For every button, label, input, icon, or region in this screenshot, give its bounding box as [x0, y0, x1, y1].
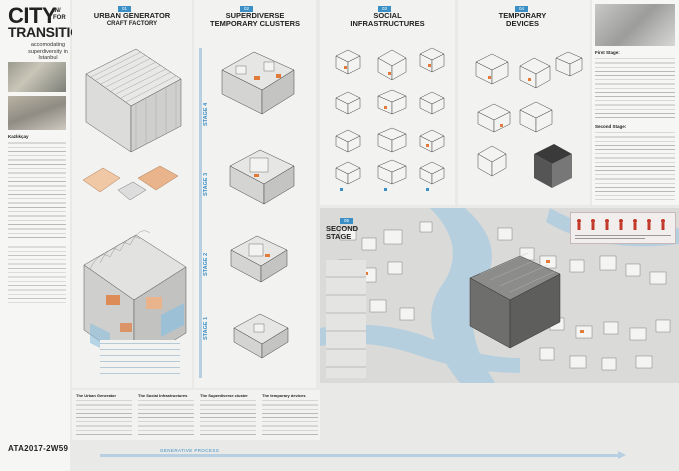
process-arrow — [100, 454, 620, 457]
poster-title-transition: TRANSITION — [8, 24, 91, 40]
section-number-1: 01 — [118, 6, 132, 12]
stage-1-label: STAGE 1 — [203, 316, 209, 340]
left-body-text — [8, 140, 66, 240]
second-stage-vignettes — [326, 260, 366, 378]
factory-exploded-elements — [82, 165, 179, 201]
kasimpasa-heading: Kazlıkçay — [8, 134, 29, 139]
cluster-stage-3 — [229, 149, 295, 205]
section-number-3: 03 — [378, 6, 392, 12]
temporary-devices-title: TEMPORARY — [498, 11, 547, 20]
social-infra-caption-heading: The Social Infrastructures — [138, 393, 188, 398]
context-photo-2 — [8, 96, 66, 130]
social-infra-diagrams — [335, 47, 445, 191]
cluster-stage-2 — [230, 235, 288, 283]
second-stage-text — [595, 130, 675, 200]
poster-subtitle: accomodating superdiversity in Istanbul — [28, 42, 68, 61]
devices-caption-heading: The temporary devices — [262, 393, 306, 398]
cluster-caption — [200, 398, 256, 436]
people-icons — [575, 219, 671, 239]
first-stage-image — [595, 4, 675, 46]
urban-generator-caption — [76, 398, 132, 436]
stage-timeline — [199, 48, 202, 378]
temporary-devices-diagrams — [475, 51, 583, 188]
urban-generator-caption-heading: The Urban Generator — [76, 393, 117, 398]
cluster-caption-heading: The Superdiverse cluster — [200, 393, 248, 398]
second-stage-heading: Second Stage: — [595, 124, 627, 129]
clusters-subtitle: TEMPORARY CLUSTERS — [209, 19, 300, 28]
second-stage-subtitle: STAGE — [326, 232, 352, 241]
poster-footer-code: ATA2017-2W59 — [8, 444, 69, 453]
first-stage-text — [595, 56, 675, 120]
stage-2-label: STAGE 2 — [203, 252, 209, 276]
process-arrow-head — [618, 451, 626, 459]
cluster-stage-4 — [221, 51, 295, 115]
clusters-title: SUPERDIVERSE — [225, 11, 285, 20]
urban-generator-title: URBAN GENERATOR — [93, 11, 171, 20]
section-number-2: 02 — [240, 6, 254, 12]
urban-generator-subtitle: CRAFT FACTORY — [106, 21, 158, 27]
section-number-5: 05 — [340, 218, 354, 224]
first-stage-heading: First Stage: — [595, 50, 620, 55]
legend-block — [100, 340, 180, 378]
stage-3-label: STAGE 3 — [203, 172, 209, 196]
devices-caption — [262, 398, 318, 436]
poster-title-infor: IN/ FOR — [53, 8, 66, 21]
left-body-text-2 — [8, 244, 66, 304]
section-number-4: 04 — [515, 6, 529, 12]
second-stage-title: SECOND — [326, 224, 359, 233]
temporary-devices-subtitle: DEVICES — [506, 19, 539, 28]
social-infra-subtitle: INFRASTRUCTURES — [350, 19, 425, 28]
process-label: GENERATIVE PROCESS — [160, 448, 220, 453]
stage-4-label: STAGE 4 — [203, 102, 209, 126]
cluster-stage-1 — [233, 313, 289, 359]
social-infra-title: SOCIAL — [373, 11, 402, 20]
poster-title-city: CITY — [8, 3, 57, 28]
people-legend — [570, 212, 676, 244]
context-photo-1 — [8, 62, 66, 92]
factory-roof-axonometric — [85, 48, 182, 153]
social-infra-caption — [138, 398, 194, 436]
